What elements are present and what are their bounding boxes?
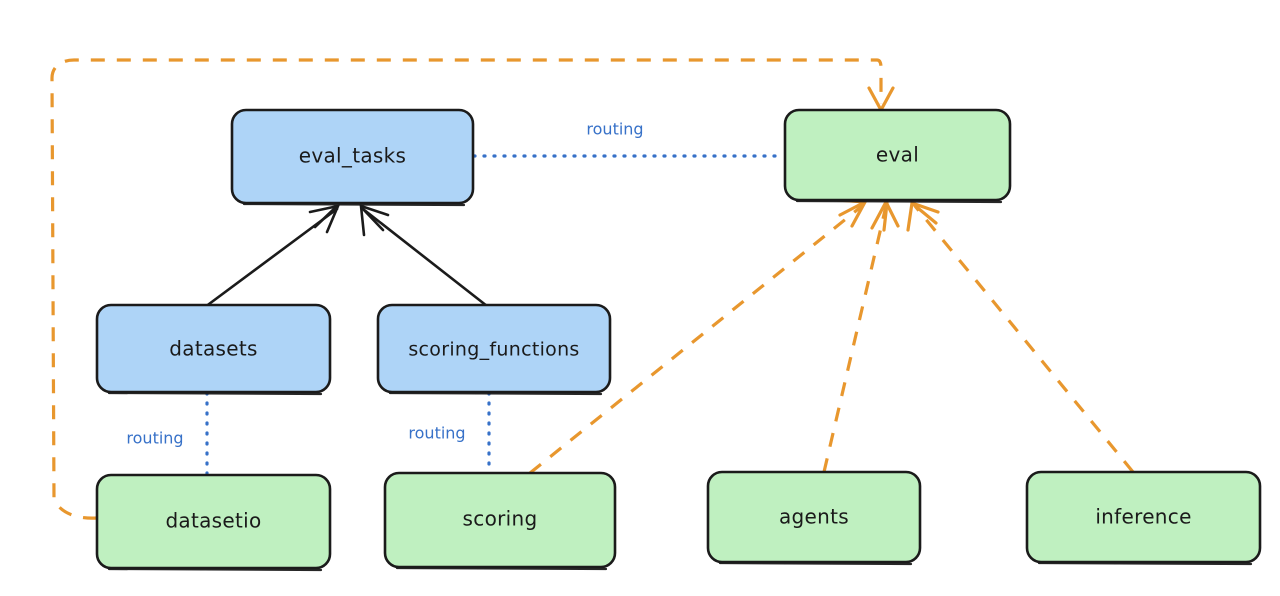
edge-label-routing-eval: routing (586, 120, 643, 139)
node-scoring[interactable]: scoring (383, 471, 617, 571)
node-datasetio[interactable]: datasetio (95, 473, 332, 572)
edge-scoring_functions-to-eval_tasks (359, 204, 489, 308)
node-agents[interactable]: agents (706, 470, 922, 566)
edge-label-routing-scoring: routing (408, 424, 465, 443)
node-label-eval_tasks: eval_tasks (299, 144, 406, 168)
node-eval[interactable]: eval (783, 108, 1012, 204)
node-label-datasets: datasets (169, 337, 257, 361)
edge-datasets-to-eval_tasks (203, 204, 341, 309)
node-label-scoring: scoring (463, 507, 538, 531)
node-inference[interactable]: inference (1025, 470, 1262, 566)
edge-agents-to-eval (822, 198, 900, 473)
node-label-eval: eval (876, 143, 919, 167)
edge-label-routing-datasetio: routing (126, 429, 183, 448)
node-datasets[interactable]: datasets (95, 303, 332, 396)
node-label-datasetio: datasetio (165, 509, 261, 533)
node-label-scoring_functions: scoring_functions (408, 339, 579, 361)
node-scoring_functions[interactable]: scoring_functions (376, 303, 612, 396)
node-label-agents: agents (779, 505, 849, 529)
edge-inference-to-eval (906, 200, 1135, 474)
node-label-inference: inference (1095, 505, 1191, 529)
node-eval_tasks[interactable]: eval_tasks (230, 108, 475, 207)
